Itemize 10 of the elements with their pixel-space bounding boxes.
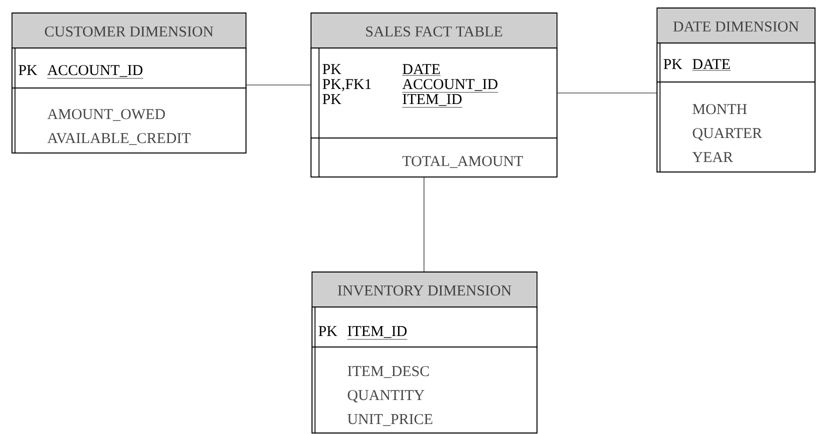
table-section: PK DATE PK,FK1 ACCOUNT_ID PK ITEM_ID (310, 48, 558, 138)
table-section: TOTAL_AMOUNT (310, 138, 558, 178)
table-section: PK ACCOUNT_ID (12, 48, 246, 88)
table-section: PK DATE (656, 42, 816, 82)
table-section: MONTH QUARTER YEAR (656, 82, 816, 172)
connector-line (557, 92, 657, 94)
table-section: AMOUNT_OWED AVAILABLE_CREDIT (12, 88, 246, 154)
table-section: PK ITEM_ID (312, 306, 538, 348)
connector-line (246, 84, 311, 86)
table-section: ITEM_DESC QUANTITY UNIT_PRICE (312, 346, 538, 434)
